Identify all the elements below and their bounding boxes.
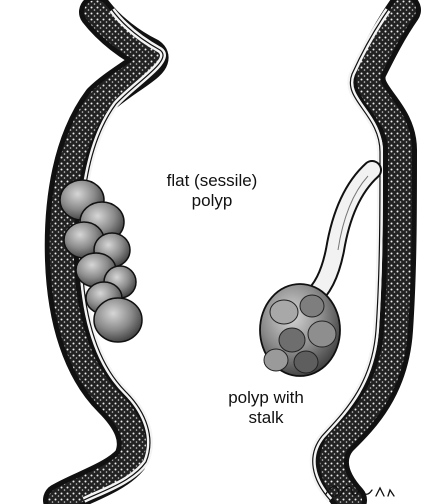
sessile-polyp-label: flat (sessile) polyp [164, 171, 260, 211]
sessile-polyp-label-line2: polyp [164, 191, 260, 211]
pedunculated-polyp [260, 284, 340, 376]
sessile-polyp-label-line1: flat (sessile) [164, 171, 260, 191]
stalk-polyp-label-line1: polyp with [218, 388, 314, 408]
stalk-polyp-label: polyp with stalk [218, 388, 314, 428]
polyp-stalk [310, 170, 372, 300]
stalk-polyp-label-line2: stalk [218, 408, 314, 428]
